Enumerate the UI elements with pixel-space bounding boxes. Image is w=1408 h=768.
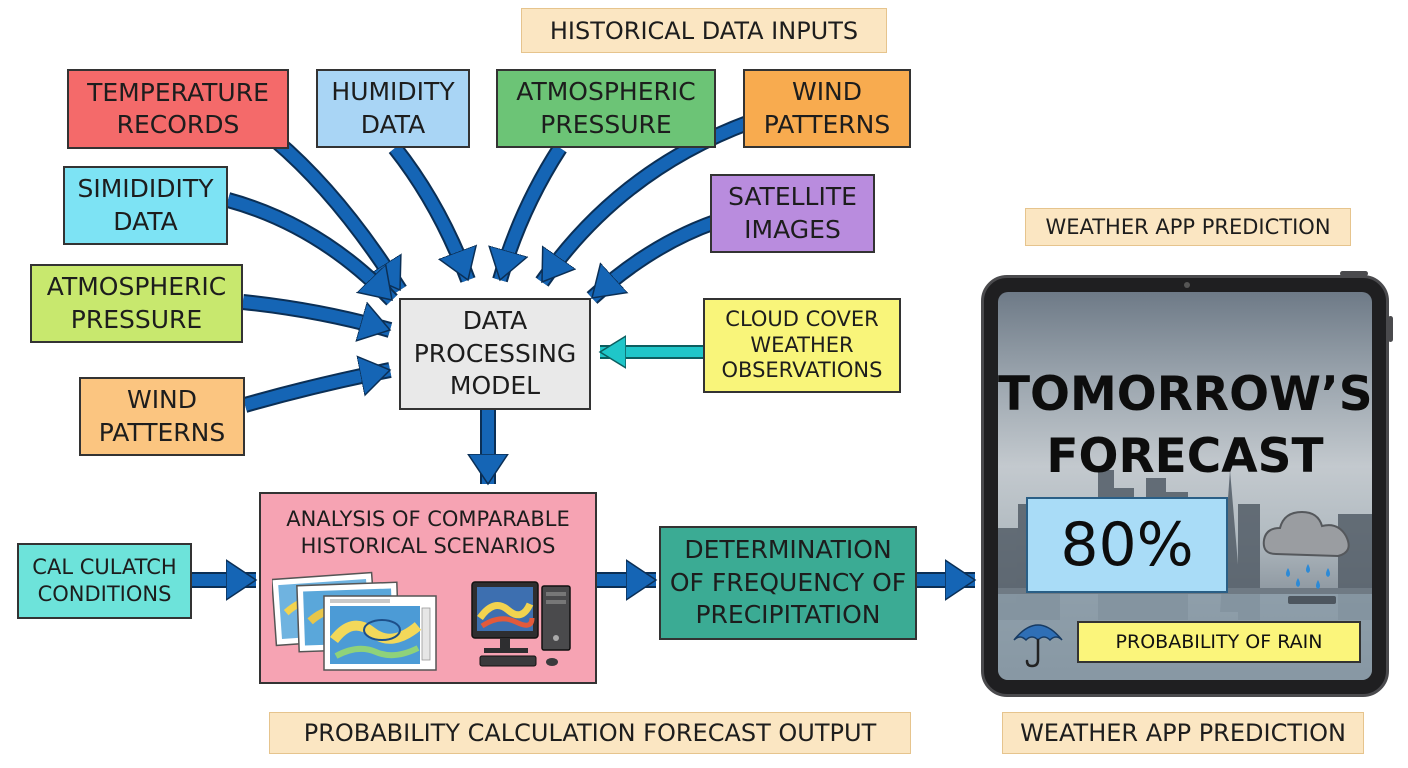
atmospheric-pressure-left-line-2: PRESSURE xyxy=(70,304,203,334)
cloud-cover-line-3: OBSERVATIONS xyxy=(721,358,883,383)
probability-of-rain-label: PROBABILITY OF RAIN xyxy=(1077,621,1361,663)
temperature-records-line-1: TEMPERATURE xyxy=(87,77,269,107)
simididity-data-line-1: SIMIDIDITY xyxy=(77,174,214,203)
temperature-records-box: TEMPERATURE RECORDS xyxy=(67,69,289,149)
calculate-conditions-line-2: CONDITIONS xyxy=(37,582,172,606)
atmospheric-pressure-top-box: ATMOSPHERIC PRESSURE xyxy=(496,69,716,148)
atmospheric-pressure-top-line-1: ATMOSPHERIC xyxy=(516,77,696,106)
data-processing-model-line-2: PROCESSING xyxy=(413,338,577,368)
humidity-data-line-1: HUMIDITY xyxy=(331,77,455,106)
simididity-data-box: SIMIDIDITY DATA xyxy=(63,166,228,245)
data-processing-model-line-1: DATA xyxy=(462,306,528,336)
data-processing-model-line-3: MODEL xyxy=(449,371,541,401)
calculate-conditions-box: CAL CULATCH CONDITIONS xyxy=(17,543,192,619)
weather-app-prediction-bottom-title: WEATHER APP PREDICTION xyxy=(1002,712,1364,754)
wind-patterns-left-line-2: PATTERNS xyxy=(98,417,226,447)
tablet-camera xyxy=(1184,282,1190,288)
cloud-cover-observations-box: CLOUD COVER WEATHER OBSERVATIONS xyxy=(703,298,901,393)
precipitation-frequency-box: DETERMINATION OF FREQUENCY OF PRECIPITAT… xyxy=(659,526,917,640)
satellite-images-box: SATELLITE IMAGES xyxy=(710,174,875,253)
weather-map-stack-icon xyxy=(272,571,437,671)
temperature-records-line-2: RECORDS xyxy=(116,110,240,139)
cloud-cover-line-1: CLOUD COVER xyxy=(725,307,879,332)
precipitation-frequency-line-1: DETERMINATION xyxy=(684,535,892,565)
desktop-computer-icon xyxy=(471,581,571,667)
cloud-cover-line-2: WEATHER xyxy=(750,332,854,357)
wind-patterns-top-box: WIND PATTERNS xyxy=(743,69,911,148)
rain-percentage: 80% xyxy=(1026,497,1228,593)
atmospheric-pressure-left-line-1: ATMOSPHERIC xyxy=(46,272,227,301)
wind-patterns-top-line-2: PATTERNS xyxy=(763,109,891,139)
wind-patterns-left-line-1: WIND xyxy=(126,385,198,414)
precipitation-frequency-line-3: PRECIPITATION xyxy=(695,600,881,630)
forecast-heading-line-1: TOMORROW’S xyxy=(998,367,1372,422)
analysis-line-1: ANALYSIS OF COMPARABLE xyxy=(286,507,570,531)
tablet-side-button xyxy=(1388,316,1393,342)
tablet-screen: TOMORROW’S FORECAST 80% PROBABILITY OF R… xyxy=(998,292,1372,680)
simididity-data-line-2: DATA xyxy=(113,206,178,236)
probability-output-title: PROBABILITY CALCULATION FORECAST OUTPUT xyxy=(269,712,911,754)
tablet-top-button xyxy=(1340,271,1368,276)
analysis-line-2: HISTORICAL SCENARIOS xyxy=(300,534,556,559)
humidity-data-box: HUMIDITY DATA xyxy=(316,69,470,148)
forecast-heading: TOMORROW’S FORECAST xyxy=(998,364,1372,488)
precipitation-frequency-line-2: OF FREQUENCY OF xyxy=(669,567,907,597)
tablet-device: TOMORROW’S FORECAST 80% PROBABILITY OF R… xyxy=(981,271,1393,697)
atmospheric-pressure-left-box: ATMOSPHERIC PRESSURE xyxy=(30,264,243,343)
forecast-heading-line-2: FORECAST xyxy=(1046,429,1324,484)
calculate-conditions-line-1: CAL CULATCH xyxy=(32,554,177,579)
atmospheric-pressure-top-line-2: PRESSURE xyxy=(540,109,672,139)
satellite-images-line-2: IMAGES xyxy=(744,214,841,244)
satellite-images-line-1: SATELLITE xyxy=(728,182,857,211)
rain-cloud-icon xyxy=(1262,510,1350,589)
wind-patterns-top-line-1: WIND xyxy=(791,77,863,106)
weather-app-prediction-top-title: WEATHER APP PREDICTION xyxy=(1025,208,1351,246)
wind-patterns-left-box: WIND PATTERNS xyxy=(79,377,245,456)
historical-data-inputs-title: HISTORICAL DATA INPUTS xyxy=(521,8,887,53)
data-processing-model-box: DATA PROCESSING MODEL xyxy=(399,298,591,410)
humidity-data-line-2: DATA xyxy=(360,109,426,139)
umbrella-icon xyxy=(1013,624,1063,668)
